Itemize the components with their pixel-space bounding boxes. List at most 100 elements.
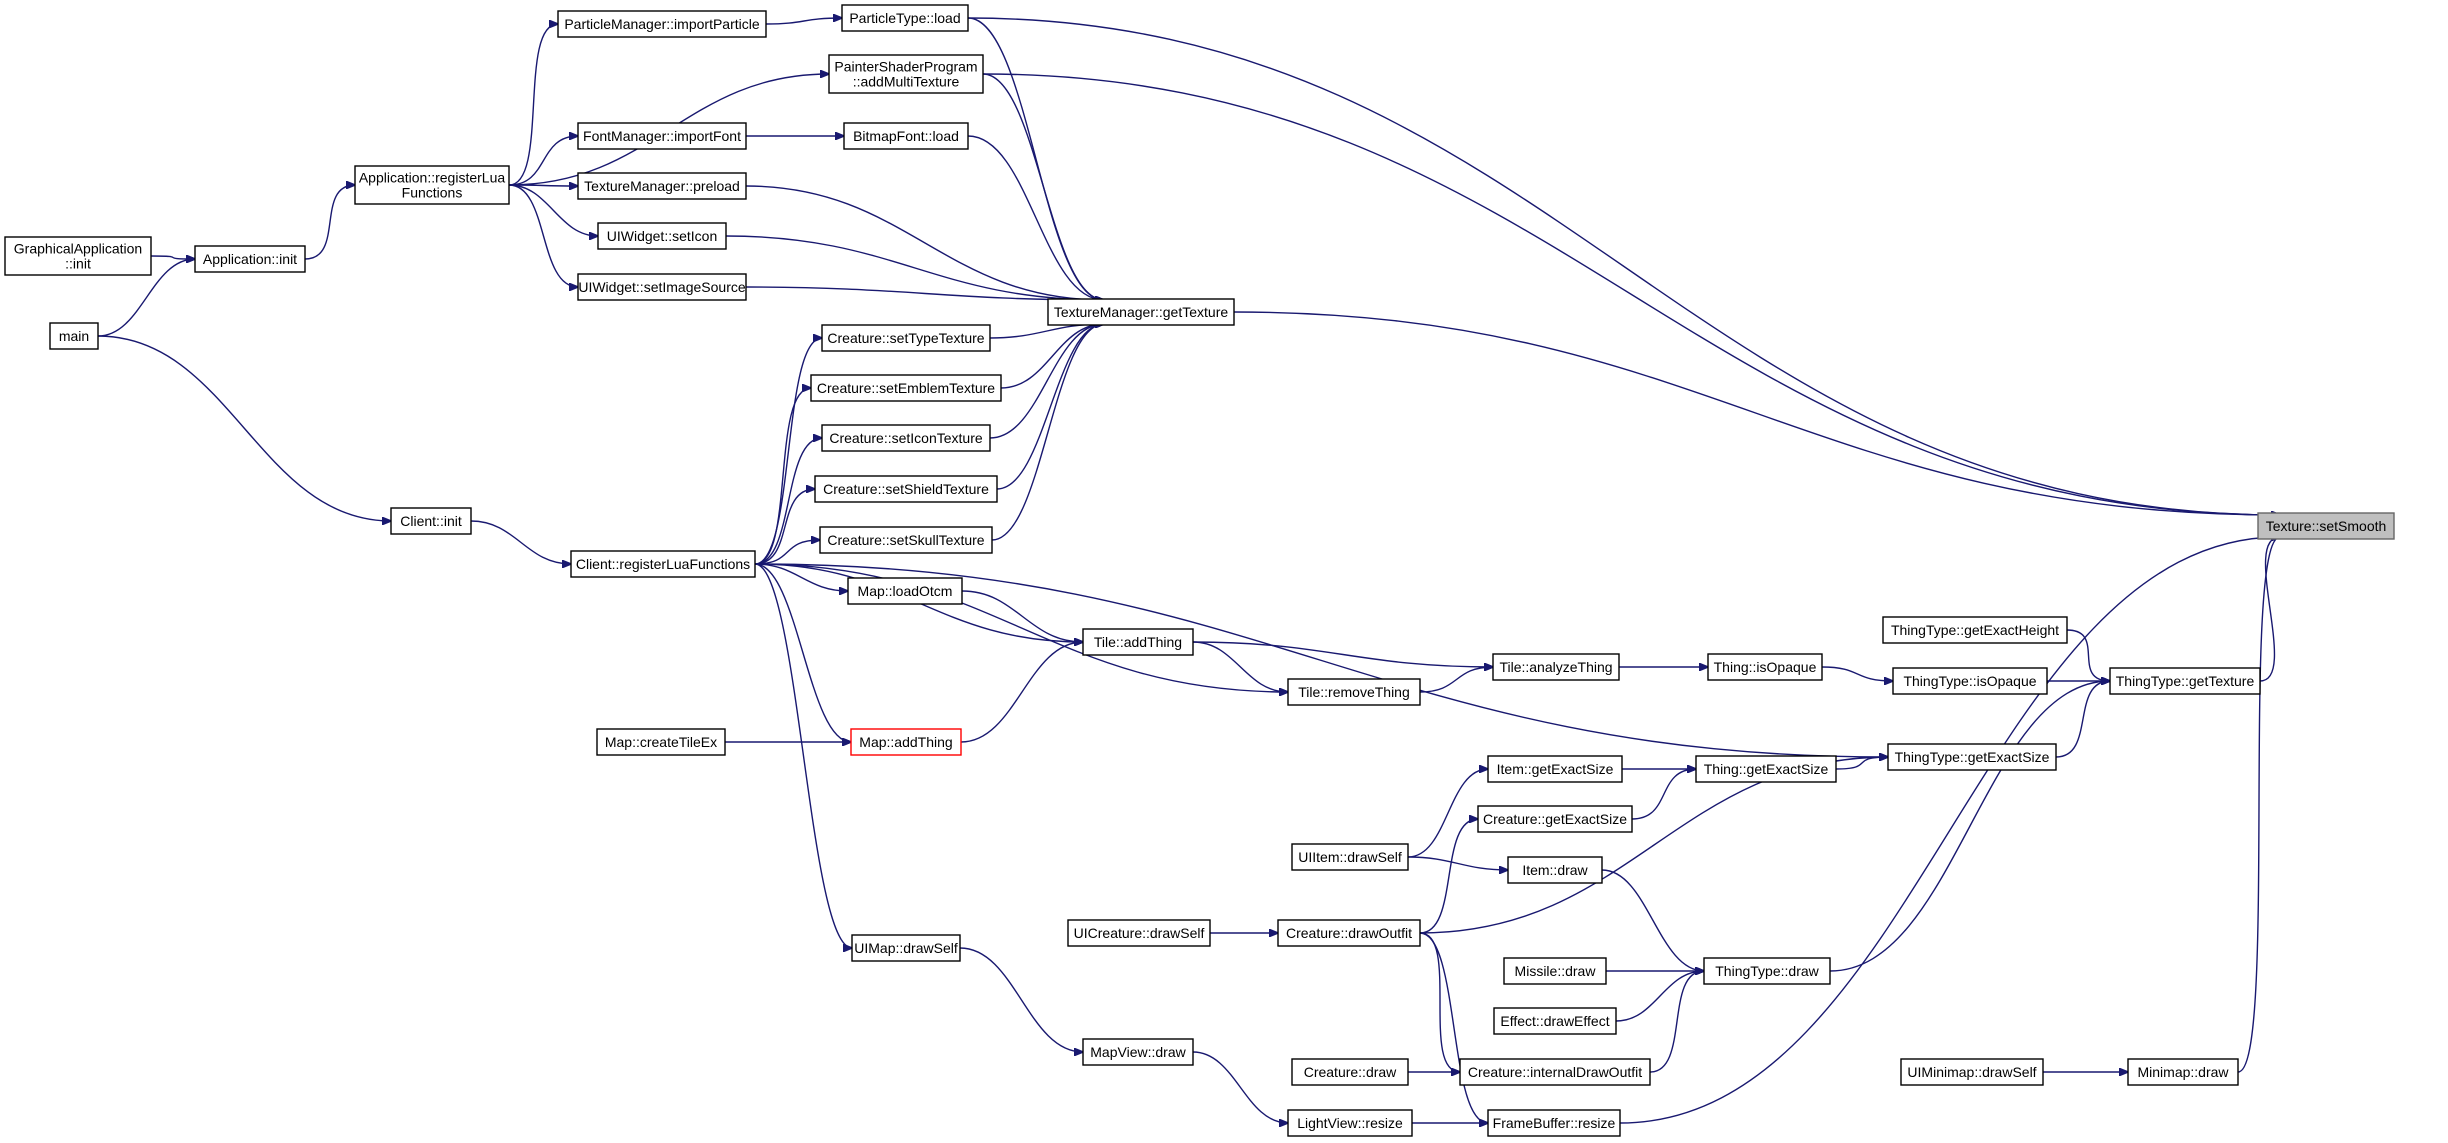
node-app-init[interactable]: Application::init (194, 245, 306, 273)
node-lightview[interactable]: LightView::resize (1287, 1109, 1413, 1137)
edge-tm-preload-to-tm-get (745, 185, 1104, 300)
edge-cl-reg-to-tile-remove (754, 563, 1288, 692)
node-set-smooth[interactable]: Texture::setSmooth (2257, 512, 2395, 540)
node-cr-emblem[interactable]: Creature::setEmblemTexture (810, 374, 1002, 402)
node-box (821, 424, 991, 452)
node-label: UIWidget::setImageSource (578, 279, 746, 295)
node-tt-height[interactable]: ThingType::getExactHeight (1882, 616, 2068, 644)
node-app-reg[interactable]: Application::registerLuaFunctions (354, 165, 510, 205)
node-cl-reg[interactable]: Client::registerLuaFunctions (570, 550, 756, 578)
node-ui-item[interactable]: UIItem::drawSelf (1291, 843, 1409, 871)
node-tm-get[interactable]: TextureManager::getTexture (1047, 298, 1235, 326)
edge-app-reg-to-pm-import (508, 24, 558, 186)
node-uic-draw[interactable]: UICreature::drawSelf (1067, 919, 1211, 947)
node-label: ThingType::getTexture (2116, 673, 2255, 689)
node-box (1291, 1058, 1409, 1086)
node-pt-load[interactable]: ParticleType::load (841, 4, 969, 32)
node-uiw-icon[interactable]: UIWidget::setIcon (597, 222, 727, 250)
node-label: Map::addThing (859, 734, 952, 750)
edge-cl-reg-to-tt-size (754, 563, 1888, 757)
node-label: Item::draw (1522, 862, 1588, 878)
node-pm-import[interactable]: ParticleManager::importParticle (557, 10, 767, 38)
edge-cr-outfit-to-tt-size (1419, 757, 1888, 934)
node-fb-resize[interactable]: FrameBuffer::resize (1487, 1109, 1621, 1137)
edge-main-to-app-init (97, 259, 195, 337)
node-cr-shield[interactable]: Creature::setShieldTexture (814, 475, 998, 503)
node-map-create[interactable]: Map::createTileEx (596, 728, 726, 756)
node-tt-draw[interactable]: ThingType::draw (1703, 957, 1831, 985)
node-label: Effect::drawEffect (1500, 1013, 1609, 1029)
node-thing-opaque[interactable]: Thing::isOpaque (1707, 653, 1823, 681)
node-main[interactable]: main (49, 322, 99, 350)
edge-cl-reg-to-map-add (754, 563, 851, 742)
node-box (577, 122, 747, 150)
node-uiw-img[interactable]: UIWidget::setImageSource (577, 273, 747, 301)
node-label: Application::init (203, 251, 297, 267)
node-uimap[interactable]: UIMap::drawSelf (851, 934, 961, 962)
node-item-size[interactable]: Item::getExactSize (1487, 755, 1623, 783)
node-thing-size[interactable]: Thing::getExactSize (1695, 755, 1837, 783)
edge-mapview-to-lightview (1192, 1051, 1288, 1123)
node-cr-internal[interactable]: Creature::internalDrawOutfit (1459, 1058, 1651, 1086)
node-label: Client::init (400, 513, 462, 529)
node-cr-icon[interactable]: Creature::setIconTexture (821, 424, 991, 452)
edge-minimap-to-set-smooth (2237, 537, 2280, 1073)
node-label: MapView::draw (1090, 1044, 1186, 1060)
node-fm-import[interactable]: FontManager::importFont (577, 122, 747, 150)
node-label: Creature::setIconTexture (829, 430, 983, 446)
node-label: Tile::removeThing (1298, 684, 1410, 700)
node-box (354, 165, 510, 205)
node-uimini[interactable]: UIMinimap::drawSelf (1900, 1058, 2044, 1086)
node-label: FrameBuffer::resize (1493, 1115, 1616, 1131)
edge-cr-outfit-to-cr-size (1419, 819, 1478, 934)
node-box (1492, 653, 1620, 681)
node-missile[interactable]: Missile::draw (1503, 957, 1607, 985)
edge-main-to-cl-init (97, 335, 391, 521)
node-label: FontManager::importFont (583, 128, 741, 144)
node-label: BitmapFont::load (853, 128, 959, 144)
edge-uiw-icon-to-tm-get (725, 235, 1104, 300)
node-effect[interactable]: Effect::drawEffect (1493, 1007, 1617, 1035)
node-ga-init[interactable]: GraphicalApplication::init (4, 236, 152, 276)
node-tt-tex[interactable]: ThingType::getTexture (2109, 667, 2261, 695)
node-label: Tile::addThing (1094, 634, 1182, 650)
edge-tt-size-to-tt-tex (2055, 681, 2110, 758)
node-label: LightView::resize (1297, 1115, 1403, 1131)
node-tm-preload[interactable]: TextureManager::preload (577, 172, 747, 200)
node-label: Creature::setEmblemTexture (817, 380, 995, 396)
node-cr-skull[interactable]: Creature::setSkullTexture (819, 526, 993, 554)
edge-psp-add-to-tm-get (982, 73, 1104, 300)
node-map-load[interactable]: Map::loadOtcm (847, 577, 963, 605)
node-label: Missile::draw (1515, 963, 1597, 979)
node-cr-type[interactable]: Creature::setTypeTexture (821, 324, 991, 352)
node-cr-draw[interactable]: Creature::draw (1291, 1058, 1409, 1086)
node-tt-opaque[interactable]: ThingType::isOpaque (1892, 667, 2048, 695)
node-label: GraphicalApplication (14, 241, 142, 257)
node-label: Texture::setSmooth (2266, 518, 2387, 534)
node-tt-size[interactable]: ThingType::getExactSize (1887, 743, 2057, 771)
node-box (1082, 1038, 1194, 1066)
edge-thing-size-to-tt-size (1835, 757, 1888, 770)
node-tile-add[interactable]: Tile::addThing (1082, 628, 1194, 656)
node-bf-load[interactable]: BitmapFont::load (843, 122, 969, 150)
edge-tile-remove-to-tile-analyze (1419, 667, 1493, 693)
edge-item-draw-to-tt-draw (1601, 869, 1704, 971)
node-label: Tile::analyzeThing (1499, 659, 1612, 675)
node-cl-init[interactable]: Client::init (390, 507, 472, 535)
node-psp-add[interactable]: PainterShaderProgram::addMultiTexture (828, 54, 984, 94)
edge-cr-shield-to-tm-get (996, 324, 1104, 490)
node-tile-analyze[interactable]: Tile::analyzeThing (1492, 653, 1620, 681)
node-box (814, 475, 998, 503)
node-cr-outfit[interactable]: Creature::drawOutfit (1277, 919, 1421, 947)
node-box (1067, 919, 1211, 947)
node-tile-remove[interactable]: Tile::removeThing (1287, 678, 1421, 706)
node-box (597, 222, 727, 250)
node-minimap[interactable]: Minimap::draw (2127, 1058, 2239, 1086)
node-item-draw[interactable]: Item::draw (1507, 856, 1603, 884)
node-label: Creature::getExactSize (1483, 811, 1627, 827)
node-mapview[interactable]: MapView::draw (1082, 1038, 1194, 1066)
node-cr-size[interactable]: Creature::getExactSize (1477, 805, 1633, 833)
node-map-add[interactable]: Map::addThing (850, 728, 962, 756)
edge-bf-load-to-tm-get (967, 135, 1104, 300)
